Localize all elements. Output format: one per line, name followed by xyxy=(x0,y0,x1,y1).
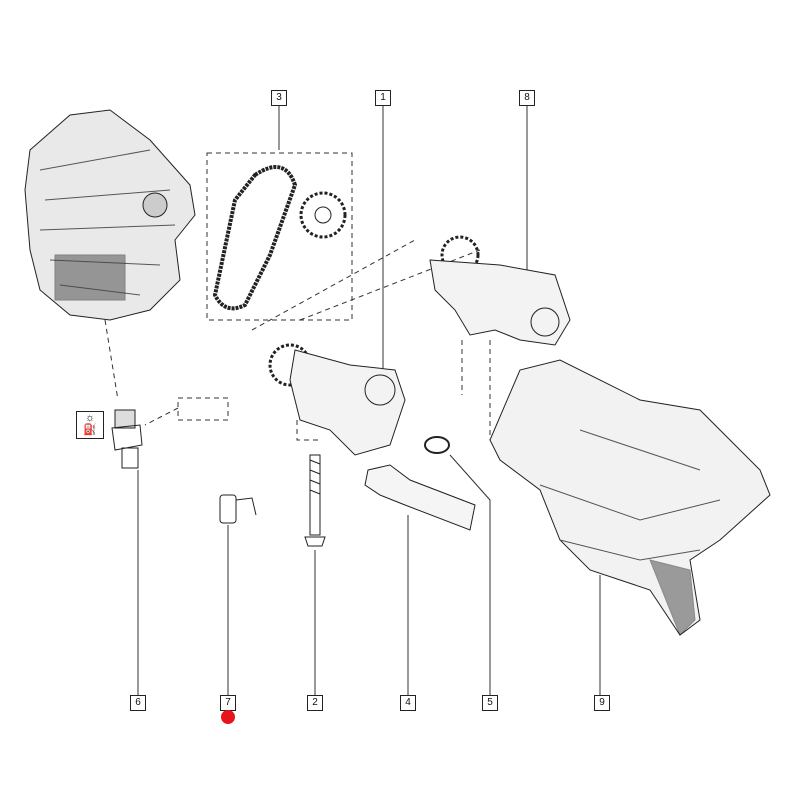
callout-6[interactable]: 6 xyxy=(130,695,146,711)
callout-leaders xyxy=(137,104,601,695)
bolt[interactable] xyxy=(304,454,326,547)
callout-4[interactable]: 4 xyxy=(400,695,416,711)
timing-chain[interactable] xyxy=(212,165,298,311)
chain-sprocket[interactable] xyxy=(299,191,347,239)
oil-pressure-warning-icon: ☼⛽ xyxy=(76,411,104,439)
oil-strainer[interactable] xyxy=(364,464,476,531)
callout-5[interactable]: 5 xyxy=(482,695,498,711)
oil-nozzle[interactable] xyxy=(219,494,257,524)
callout-1[interactable]: 1 xyxy=(375,90,391,106)
o-ring[interactable] xyxy=(424,436,450,454)
oil-pump[interactable] xyxy=(268,343,406,456)
callout-3[interactable]: 3 xyxy=(271,90,287,106)
leader-lines xyxy=(104,152,491,441)
engine-assembly[interactable] xyxy=(24,109,196,321)
callout-9[interactable]: 9 xyxy=(594,695,610,711)
oil-pan[interactable] xyxy=(489,359,771,636)
selected-marker xyxy=(221,710,235,724)
oil-pump-assembly[interactable] xyxy=(429,235,571,346)
callout-2[interactable]: 2 xyxy=(307,695,323,711)
oil-pressure-sensor[interactable] xyxy=(111,409,143,469)
callout-8[interactable]: 8 xyxy=(519,90,535,106)
callout-7[interactable]: 7 xyxy=(220,695,236,711)
